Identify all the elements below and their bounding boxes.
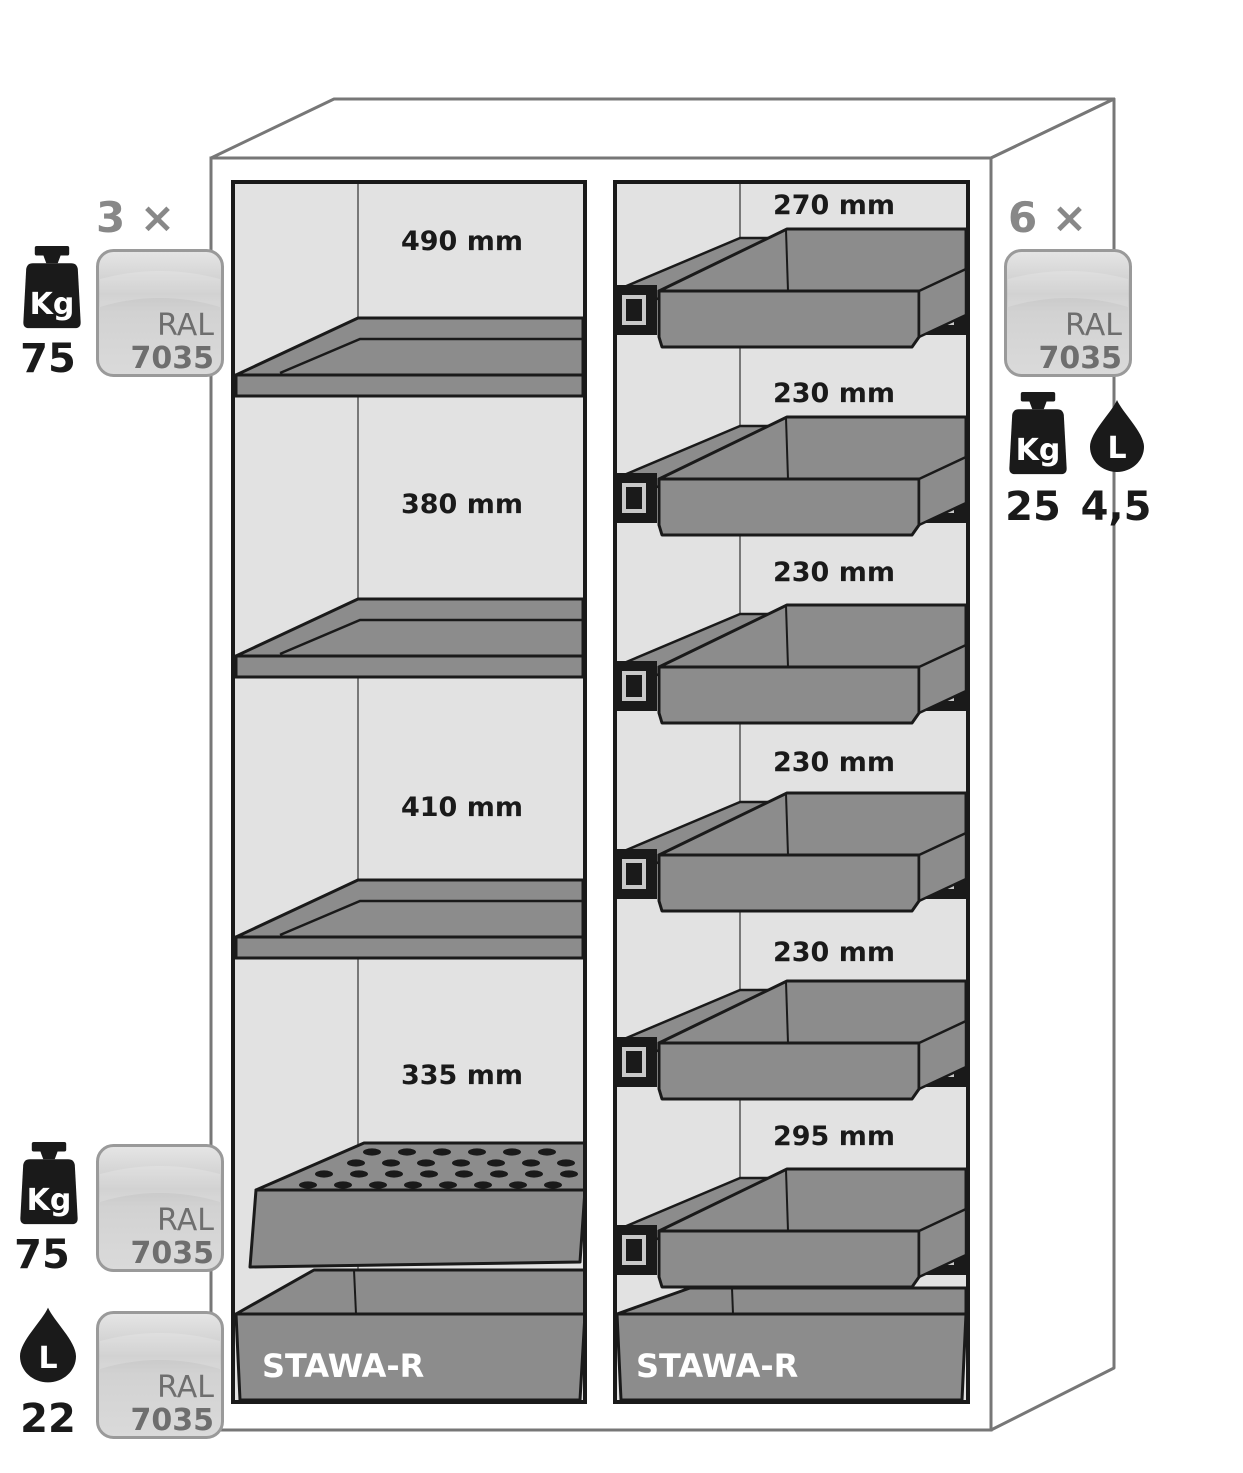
right-drawer-6 [615,1167,968,1289]
left-height-3: 410 mm [401,792,523,823]
right-drawer-color-swatch: RAL 7035 [1004,249,1132,377]
right-drawer-5 [615,979,968,1101]
right-drawer-count: 6 × [1008,193,1087,242]
right-height-1: 270 mm [773,190,895,221]
left-shelf-color-swatch: RAL 7035 [96,249,224,377]
left-insert-weight-label: Kg [27,1183,72,1218]
right-drawer-4 [615,791,968,913]
right-height-5: 230 mm [773,937,895,968]
ral-code: 7035 [131,341,215,376]
left-insert-weight: Kg 75 [14,1142,78,1278]
left-sump-color-swatch: RAL 7035 [96,1311,224,1439]
left-shelf-2 [234,597,585,679]
right-height-3: 230 mm [773,557,895,588]
left-height-2: 380 mm [401,489,523,520]
left-shelf-3 [234,878,585,960]
left-shelf-weight-value: 75 [20,336,76,382]
right-drawer-volume-value: 4,5 [1081,484,1152,530]
ral-label: RAL [1065,308,1122,343]
right-drawer-1 [615,227,968,349]
right-height-6: 295 mm [773,1121,895,1152]
left-insert-color-swatch: RAL 7035 [96,1144,224,1272]
left-sump-volume-value: 22 [20,1396,76,1442]
right-compartment-contents [615,227,968,1402]
cabinet-top [209,97,1116,160]
left-height-1: 490 mm [401,226,523,257]
ral-code: 7035 [131,1236,215,1271]
left-shelf-count: 3 × [96,193,175,242]
right-drawer-volume-label: L [1107,431,1126,466]
left-sump-tray [234,1268,587,1402]
ral-code: 7035 [131,1403,215,1438]
right-drawer-weight-value: 25 [1005,484,1061,530]
left-shelf-weight: Kg 75 [20,246,81,382]
right-drawer-3 [615,603,968,725]
left-shelf-weight-label: Kg [30,287,75,322]
ral-label: RAL [157,1203,214,1238]
ral-label: RAL [157,1370,214,1405]
left-sump-volume-label: L [38,1341,57,1376]
left-sump-volume: L 22 [20,1307,76,1442]
right-drawer-weight: Kg 25 [1005,392,1067,530]
left-height-4: 335 mm [401,1060,523,1091]
ral-label: RAL [157,308,214,343]
right-drawer-weight-label: Kg [1016,433,1061,468]
right-height-2: 230 mm [773,378,895,409]
left-insert-weight-value: 75 [14,1232,70,1278]
right-drawer-volume: L 4,5 [1081,400,1152,530]
right-sump-label: STAWA-R [636,1347,798,1385]
ral-code: 7035 [1039,341,1123,376]
left-sump-label: STAWA-R [262,1347,424,1385]
right-sump-tray [615,1286,968,1402]
right-height-4: 230 mm [773,747,895,778]
